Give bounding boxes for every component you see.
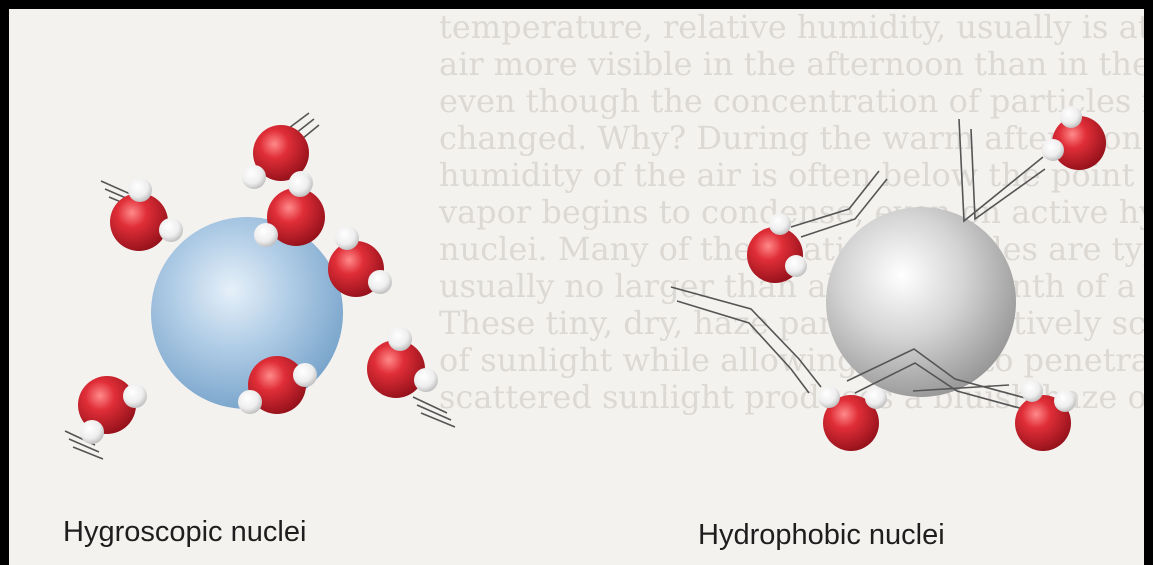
water-molecule-10 [818,386,887,451]
hygroscopic-caption: Hygroscopic nuclei [63,516,306,549]
water-molecule-6 [367,327,438,398]
hydrophobic-nucleus [826,207,1016,397]
book-page: temperature, relative humidity, usually … [9,9,1144,565]
water-molecule-8 [1042,106,1106,170]
water-molecule-11 [1015,380,1076,451]
water-molecule-1 [110,178,183,251]
water-molecule-9 [747,213,807,283]
hydrophobic-particle [826,207,1016,397]
cloud-nuclei-diagram [9,9,1144,565]
water-molecule-3 [254,173,325,247]
hydrophobic-caption: Hydrophobic nuclei [698,519,945,552]
water-molecule-7 [78,376,147,444]
water-molecule-4 [328,226,392,297]
